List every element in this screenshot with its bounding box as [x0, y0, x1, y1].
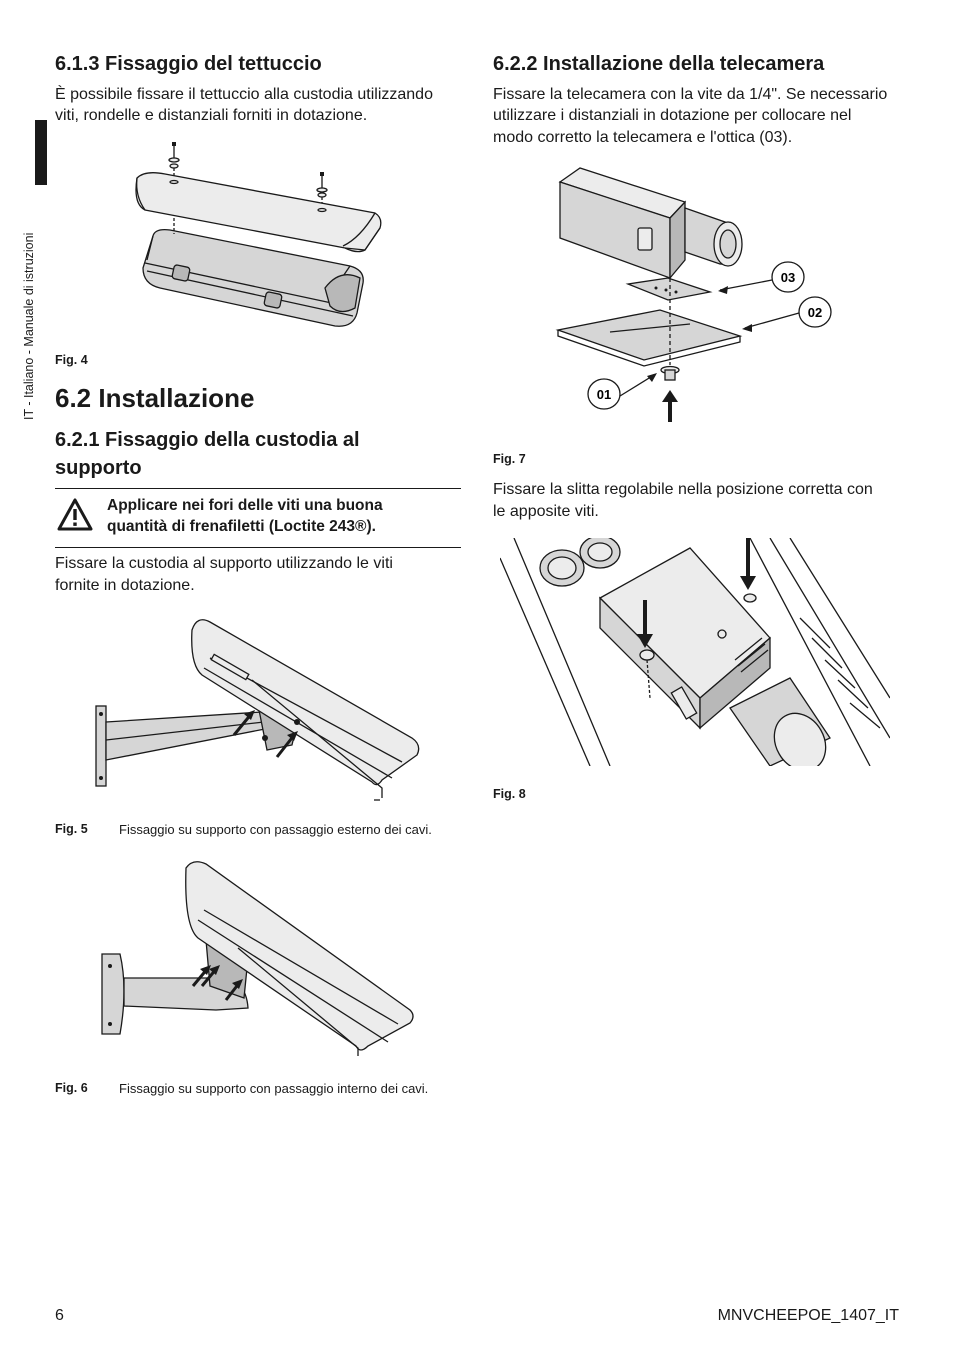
body-6-1-3-line2: viti, rondelle e distanziali forniti in …: [55, 107, 368, 124]
body-slide-line1: Fissare la slitta regolabile nella posiz…: [493, 481, 873, 498]
body-6-2-1-line1: Fissare la custodia al supporto utilizza…: [55, 555, 393, 572]
fig6-caption: Fissaggio su supporto con passaggio inte…: [119, 1081, 429, 1096]
heading-6-2-1-line2: supporto: [55, 457, 142, 479]
roof-screw-left: [168, 142, 180, 180]
heading-6-2: 6.2 Installazione: [55, 383, 255, 413]
warning-text-line2: quantità di frenafiletti (Loctite 243®).: [107, 518, 376, 535]
fig5-label: Fig. 5: [55, 822, 88, 836]
fig5-illustration: [95, 619, 420, 801]
body-6-2-2-line3: modo corretto la telecamera e l'ottica (…: [493, 129, 793, 146]
fig8-illustration: [500, 538, 890, 766]
fig6-illustration: [101, 861, 414, 1056]
heading-6-1-3: 6.1.3 Fissaggio del tettuccio: [55, 53, 322, 75]
callout-02: 02: [808, 305, 822, 320]
body-6-2-2-line2: utilizzare i distanziali in dotazione pe…: [493, 107, 852, 124]
sidebar-marker: [35, 120, 47, 185]
fig7-illustration: 03 02 01: [555, 167, 832, 422]
warning-text-line1: Applicare nei fori delle viti una buona: [107, 497, 383, 514]
sidebar-text: IT - Italiano - Manuale di istruzioni: [22, 232, 36, 420]
fig5-caption: Fissaggio su supporto con passaggio este…: [119, 822, 432, 837]
warning-box: Applicare nei fori delle viti una buona …: [55, 488, 461, 548]
warning-text: Applicare nei fori delle viti una buona …: [107, 495, 457, 537]
fig7-label: Fig. 7: [493, 452, 526, 466]
heading-6-2-2: 6.2.2 Installazione della telecamera: [493, 53, 825, 75]
fig6-label: Fig. 6: [55, 1081, 88, 1095]
body-slide-line2: le apposite viti.: [493, 503, 599, 520]
callout-03: 03: [781, 270, 795, 285]
document-code: MNVCHEEPOE_1407_IT: [717, 1307, 899, 1324]
page-number: 6: [55, 1307, 64, 1324]
fig4-label: Fig. 4: [55, 353, 88, 367]
warning-icon: [57, 498, 93, 531]
heading-6-2-1-line1: 6.2.1 Fissaggio della custodia al: [55, 429, 360, 451]
body-6-2-1-line2: fornite in dotazione.: [55, 577, 195, 594]
fig4-illustration: [135, 142, 382, 327]
body-6-1-3-line1: È possibile fissare il tettuccio alla cu…: [55, 86, 433, 103]
fig8-label: Fig. 8: [493, 787, 526, 801]
body-6-2-2-line1: Fissare la telecamera con la vite da 1/4…: [493, 86, 888, 103]
callout-01: 01: [597, 387, 611, 402]
